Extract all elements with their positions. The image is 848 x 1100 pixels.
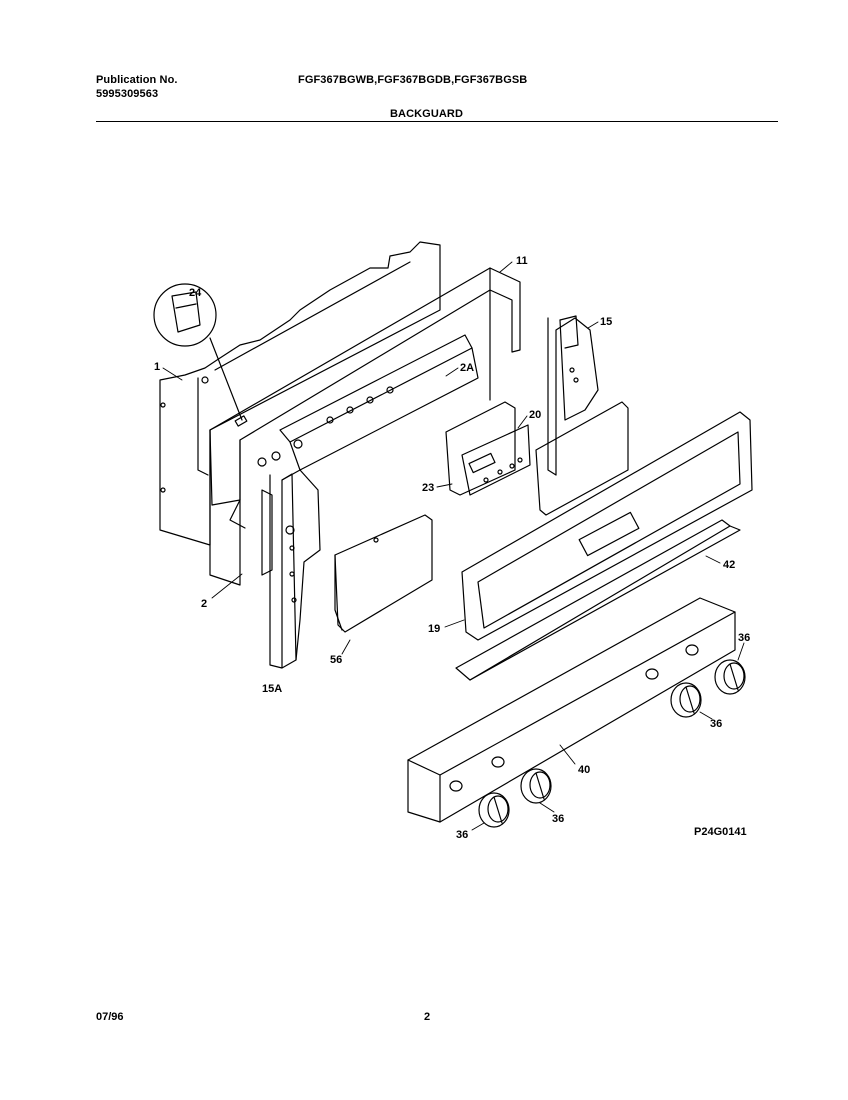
label-1: 1 — [154, 361, 160, 373]
knob-1 — [714, 659, 746, 695]
part-2-left-bracket — [261, 489, 273, 576]
part-36-knobs — [478, 659, 746, 828]
label-19: 19 — [428, 623, 440, 635]
drawing-code: P24G0141 — [694, 826, 747, 838]
leader-lines — [162, 261, 745, 831]
publication-number: 5995309563 — [96, 88, 159, 100]
label-36-b: 36 — [710, 718, 722, 730]
label-36-a: 36 — [738, 632, 750, 644]
label-24: 24 — [189, 287, 202, 299]
label-2a: 2A — [460, 362, 474, 374]
page-number: 2 — [424, 1011, 431, 1023]
label-15a: 15A — [262, 683, 282, 695]
header-rule — [96, 121, 778, 122]
part-labels: 24 1 11 2A 15 20 23 2 15A 56 19 42 36 36… — [154, 255, 750, 841]
part-24-switch-callout — [153, 283, 243, 421]
label-36-d: 36 — [552, 813, 564, 825]
label-15: 15 — [600, 316, 612, 328]
footer-date: 07/96 — [96, 1011, 124, 1023]
label-42: 42 — [723, 559, 735, 571]
part-40-manifold-panel — [407, 597, 736, 823]
label-20: 20 — [529, 409, 541, 421]
label-11: 11 — [516, 255, 528, 267]
part-2a-heat-shield — [279, 334, 479, 471]
part-20-control-board — [445, 401, 531, 496]
label-23: 23 — [422, 482, 434, 494]
part-19-control-panel — [461, 411, 753, 641]
knob-3 — [520, 768, 552, 804]
part-15-right-bracket — [547, 315, 599, 476]
part-overlay-bracket — [535, 401, 629, 516]
part-15a-left-bracket — [269, 469, 321, 669]
model-numbers: FGF367BGWB,FGF367BGDB,FGF367BGSB — [298, 74, 528, 86]
knob-2 — [670, 682, 702, 718]
label-40: 40 — [578, 764, 590, 776]
label-56: 56 — [330, 654, 342, 666]
part-42-trim — [455, 519, 741, 681]
publication-label: Publication No. — [96, 74, 178, 86]
label-36-c: 36 — [456, 829, 468, 841]
label-2: 2 — [201, 598, 207, 610]
section-title: BACKGUARD — [390, 108, 464, 120]
part-11-backguard-frame — [209, 267, 521, 586]
part-1-rear-panel — [159, 241, 441, 546]
part-56-shield-plate — [334, 514, 433, 633]
knob-4 — [478, 792, 510, 828]
